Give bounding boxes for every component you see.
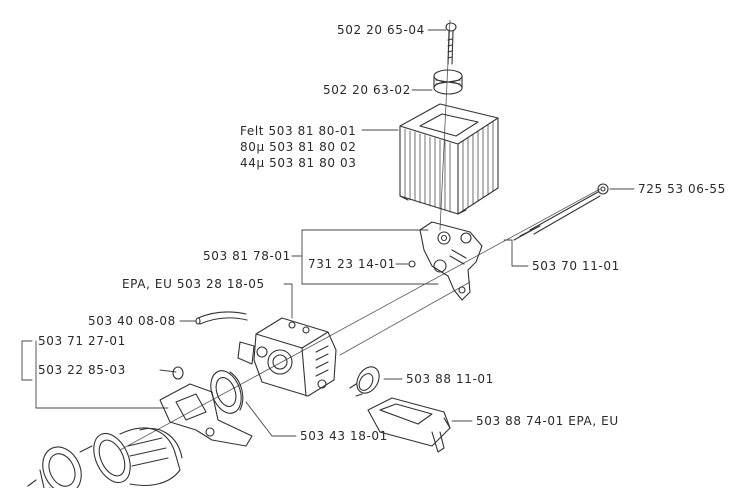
plate-part — [367, 397, 451, 453]
label-screw-small: 731 23 14-01 — [308, 257, 396, 271]
carburetor-part — [237, 317, 337, 397]
label-intake-group: 503 71 27-01 — [38, 334, 126, 348]
leader-lines — [21, 29, 635, 437]
label-carburetor: EPA, EU 503 28 18-05 — [122, 277, 265, 291]
label-cover-nut: 502 20 63-02 — [323, 83, 411, 97]
bracket-part — [408, 221, 483, 301]
label-ring-lower: 503 43 18-01 — [300, 429, 388, 443]
label-hose: 503 40 08-08 — [88, 314, 176, 328]
label-filter-44u: 44µ 503 81 80 03 — [240, 156, 357, 170]
boot-right-part — [349, 366, 380, 397]
label-rod-end: 725 53 06-55 — [638, 182, 726, 196]
label-rod: 503 70 11-01 — [532, 259, 620, 273]
hose-part — [195, 311, 248, 325]
screw-top-part — [445, 22, 457, 65]
intake-part — [27, 427, 183, 488]
label-filter-80u: 80µ 503 81 80 02 — [240, 140, 357, 154]
label-bracket: 503 81 78-01 — [203, 249, 291, 263]
label-filter-felt: Felt 503 81 80-01 — [240, 124, 357, 138]
cover-nut-part — [433, 69, 463, 95]
label-boot-right: 503 88 11-01 — [406, 372, 494, 386]
clamp-part — [159, 366, 253, 447]
label-clamp: 503 22 85-03 — [38, 363, 126, 377]
air-filter-part — [399, 103, 499, 215]
label-plate: 503 88 74-01 EPA, EU — [476, 414, 619, 428]
rod-end-part — [513, 183, 609, 241]
label-screw-top: 502 20 65-04 — [337, 23, 425, 37]
